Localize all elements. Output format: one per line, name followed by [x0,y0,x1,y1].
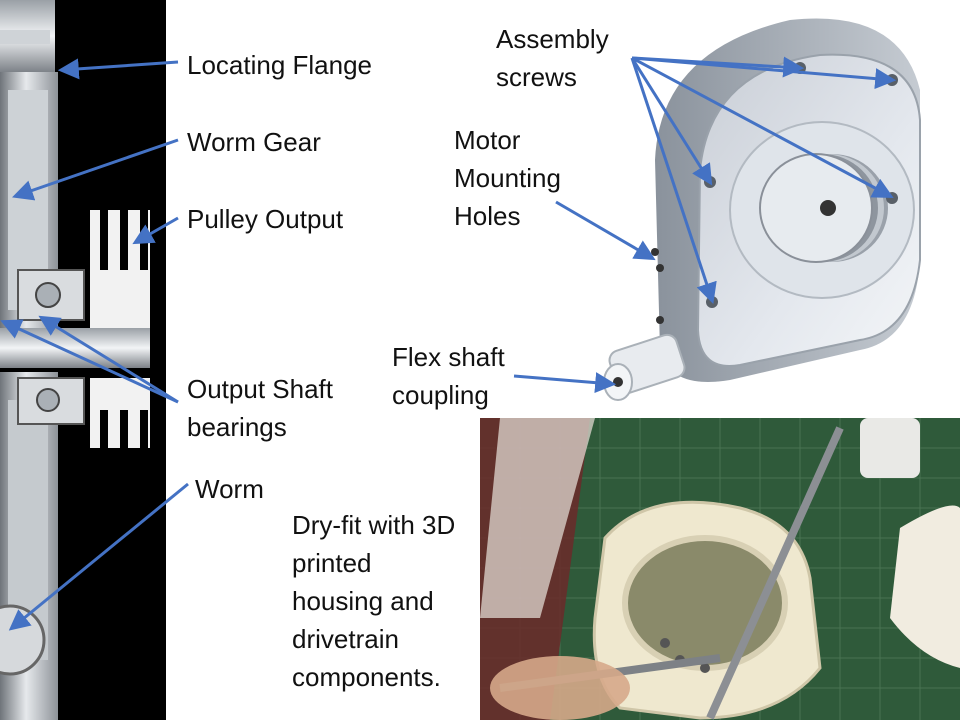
label-locating-flange: Locating Flange [187,50,373,80]
label-worm-gear: Worm Gear [187,127,321,157]
label-pulley-output: Pulley Output [187,204,344,234]
flex-coupling-render [603,333,686,401]
cross-section-view [0,0,166,720]
label-motor-mounting-holes: Motor Mounting Holes [454,125,561,231]
label-assembly-screws: Assembly screws [496,24,609,92]
label-dry-fit-caption: Dry-fit with 3D printed housing and driv… [292,510,456,692]
pulley-render [759,153,888,263]
label-worm: Worm [195,474,264,504]
housing-3d-render [603,18,921,401]
label-output-shaft-bearings: Output Shaft bearings [187,374,333,442]
label-flex-shaft-coupling: Flex shaft coupling [392,342,505,410]
dry-fit-photo [480,418,960,720]
